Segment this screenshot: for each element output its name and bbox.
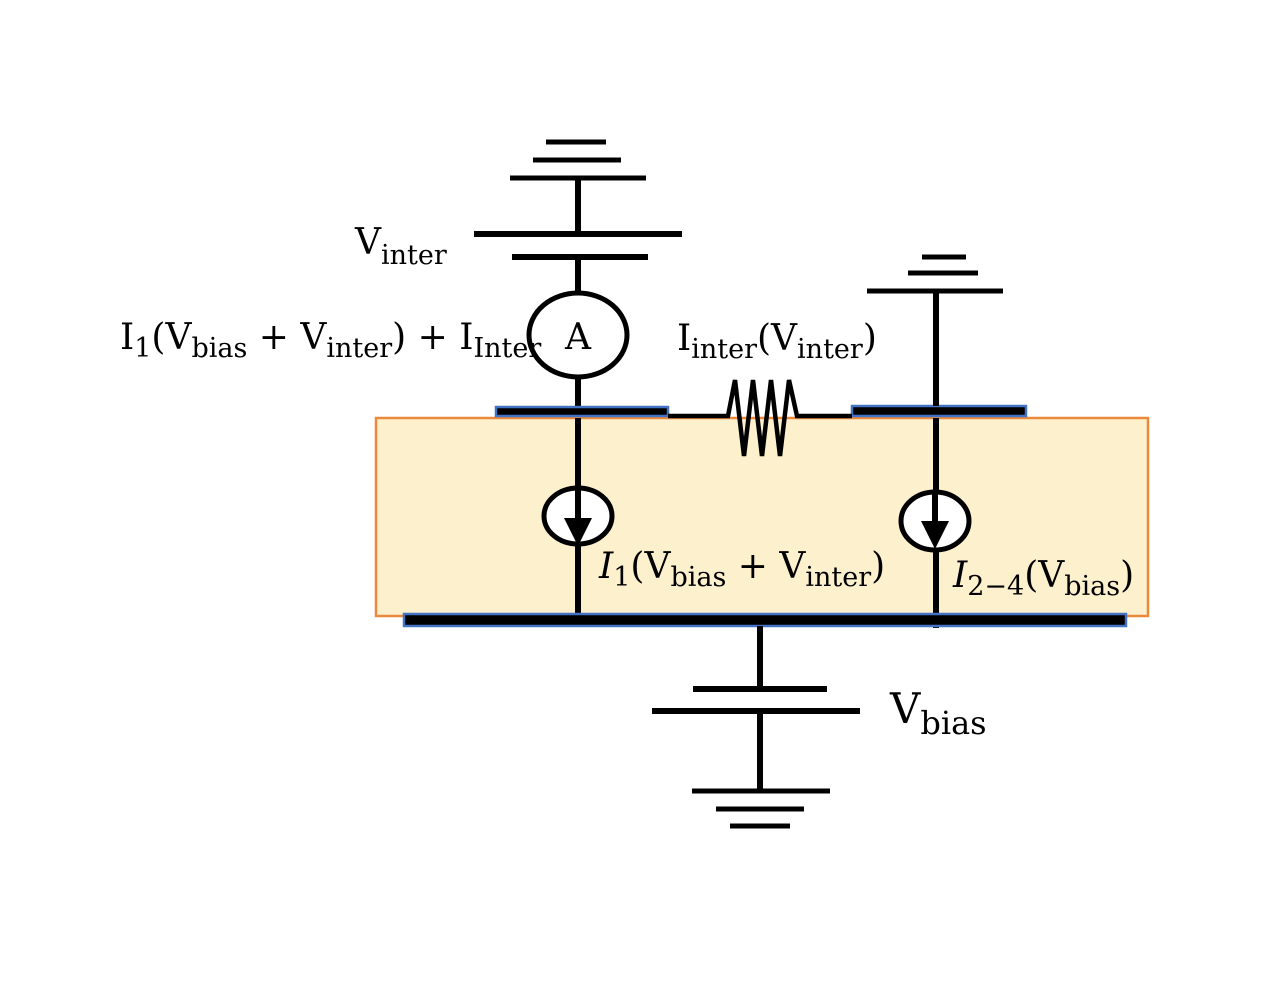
source2-current-label: I2−4(Vbias) [952,555,1134,602]
ground-symbol-icon [867,254,1003,294]
ammeter-icon: A [526,290,630,380]
bottom-electrode [402,612,1128,628]
ammeter-letter: A [564,317,592,358]
current-source-icon [541,485,615,547]
inter-current-label: Iinter(Vinter) [677,318,877,365]
dc-source-icon [652,686,860,714]
resistor-icon [668,379,852,457]
source1-current-label: I1(Vbias + Vinter) [598,546,885,593]
ground-symbol-icon [692,788,830,829]
vbias-label: Vbias [889,684,987,742]
dc-source-icon [474,231,682,260]
top-electrode-right [850,404,1028,418]
current-source-icon [898,489,972,553]
ammeter-current-label: I1(Vbias + Vinter) + IInter [120,317,541,364]
ground-symbol-icon [510,139,646,181]
top-electrode-left [494,405,670,418]
vinter-label: Vinter [354,222,447,271]
